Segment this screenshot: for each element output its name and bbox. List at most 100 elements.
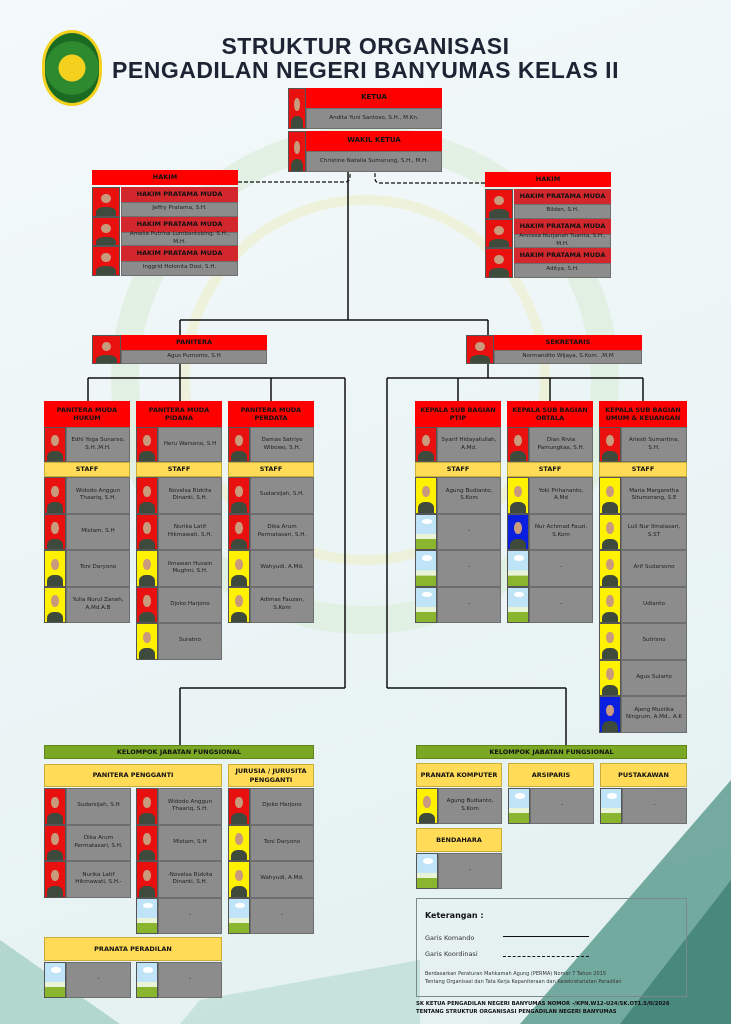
person-name: Christine Natalia Sumurung, S.H., M.H. — [306, 151, 442, 172]
unit-title: PANITERA MUDA PIDANA — [136, 401, 222, 427]
page-title-line1: STRUKTUR ORGANISASI — [221, 33, 510, 59]
person-photo — [507, 427, 529, 462]
person-name: Maria Margaretha Situmorang, S.E — [621, 477, 687, 514]
person-name: Agung Budianto, S.Kom — [438, 788, 502, 824]
person-photo — [136, 550, 158, 587]
person-photo — [92, 246, 120, 276]
person-photo — [507, 513, 529, 550]
person-name: Udianto — [621, 586, 687, 623]
person-name: - — [437, 550, 501, 587]
person-name: -Novelsa Rizkita Dinanti, S.H. — [158, 861, 222, 898]
unit-head-name: Ariesti Sumartina, S.H. — [621, 427, 687, 462]
fungsional-title: KELOMPOK JABATAN FUNGSIONAL — [416, 745, 687, 759]
group-title: JURUSIA / JURUSITA PENGGANTI — [228, 764, 314, 787]
person-photo — [288, 131, 306, 172]
unit-title: KEPALA SUB BAGIAN UMUM & KEUANGAN — [599, 401, 687, 427]
person-photo — [228, 788, 250, 825]
person-name: - — [437, 586, 501, 623]
legend-komando-label: Garis Komando — [425, 934, 475, 942]
legend-note-line2: Tentang Organisasi dan Tata Kerja Kepani… — [425, 979, 622, 985]
person-photo — [44, 427, 66, 462]
person-name: Aditya, S.H. — [514, 263, 611, 278]
person-name: Sudarsijah, S.H — [66, 788, 131, 825]
person-photo — [466, 335, 494, 364]
staff-header: STAFF — [44, 462, 130, 477]
position-title: HAKIM PRATAMA MUDA — [121, 216, 238, 232]
placeholder-photo — [600, 788, 622, 824]
person-photo — [44, 824, 66, 861]
person-name: Ajeng Mustika Ningrum, A.Md., A.K — [621, 696, 687, 733]
group-title: PANITERA PENGGANTI — [44, 764, 222, 787]
staff-header: STAFF — [228, 462, 314, 477]
person-photo — [44, 513, 66, 550]
person-photo — [228, 824, 250, 861]
person-name: Sutrisno — [621, 623, 687, 660]
legend-note-line1: Berdasarkan Peraturan Mahkamah Agung (PE… — [425, 971, 607, 977]
person-name: Suratno — [158, 623, 222, 660]
fungsional-title: KELOMPOK JABATAN FUNGSIONAL — [44, 745, 314, 759]
person-photo — [136, 513, 158, 550]
person-name: - — [438, 853, 502, 889]
person-name: Inggrid Holonita Dosi, S.H. — [121, 261, 238, 276]
placeholder-photo — [507, 550, 529, 587]
unit-head-name: Damas Satriyo Wibowo, S.H. — [250, 427, 314, 462]
person-photo — [136, 427, 158, 462]
person-name: Nurika Latif Hikmawati, S.H.- — [66, 861, 131, 898]
person-photo — [599, 696, 621, 733]
person-name: Djoko Harjono — [250, 788, 314, 825]
person-photo — [136, 824, 158, 861]
person-photo — [228, 586, 250, 623]
person-name: Toni Daryono — [250, 824, 314, 861]
person-name: Adimas Fauzan, S.Kom — [250, 586, 314, 623]
person-name: Agus Purnomo, S.H — [121, 350, 267, 364]
person-photo — [44, 586, 66, 623]
placeholder-photo — [136, 897, 158, 934]
person-name: - — [437, 513, 501, 550]
person-photo — [92, 216, 120, 246]
person-name: Ilmawan Husain Mughni, S.H. — [158, 550, 222, 587]
person-photo — [416, 788, 438, 824]
unit-title: KEPALA SUB BAGIAN ORTALA — [507, 401, 593, 427]
person-name: Arif Sudarsono — [621, 550, 687, 587]
placeholder-photo — [507, 586, 529, 623]
person-name: - — [530, 788, 594, 824]
person-photo — [92, 335, 121, 364]
person-name: - — [529, 550, 593, 587]
person-name: Andita Yuni Santoso, S.H., M.Kn. — [306, 108, 442, 129]
person-name: Agung Budianto, S.Kom — [437, 477, 501, 514]
position-title: HAKIM PRATAMA MUDA — [514, 189, 611, 204]
person-name: Djoko Harjono — [158, 586, 222, 623]
person-name: - — [622, 788, 687, 824]
person-photo — [44, 788, 66, 825]
position-title: HAKIM PRATAMA MUDA — [121, 246, 238, 261]
position-title: HAKIM PRATAMA MUDA — [514, 218, 611, 234]
placeholder-photo — [228, 897, 250, 934]
person-name: Yoki Prihananto, A.Md — [529, 477, 593, 514]
staff-header: STAFF — [599, 462, 687, 477]
placeholder-photo — [508, 788, 530, 824]
person-photo — [599, 513, 621, 550]
person-photo — [599, 586, 621, 623]
person-photo — [136, 586, 158, 623]
position-title-ketua: KETUA — [306, 88, 442, 108]
group-title: PRANATA PERADILAN — [44, 937, 222, 961]
legend-title: Keterangan : — [425, 911, 484, 920]
placeholder-photo — [416, 853, 438, 889]
person-photo — [599, 659, 621, 696]
person-photo — [228, 427, 250, 462]
group-title: PUSTAKAWAN — [600, 763, 687, 787]
group-title: ARSIPARIS — [508, 763, 594, 787]
person-photo — [44, 550, 66, 587]
person-name: - — [66, 962, 131, 998]
person-photo — [44, 861, 66, 898]
person-photo — [228, 477, 250, 514]
placeholder-photo — [415, 550, 437, 587]
person-name: Novelsa Rizkita Dinanti, S.H. — [158, 477, 222, 514]
person-photo — [485, 189, 513, 219]
unit-title: PANITERA MUDA PERDATA — [228, 401, 314, 427]
person-name: - — [158, 897, 222, 934]
staff-header: STAFF — [136, 462, 222, 477]
person-name: Widodo Anggun Thaariq, S.H. — [158, 788, 222, 825]
unit-head-name: Heru Warsono, S.H — [158, 427, 222, 462]
panitera-title: PANITERA — [121, 335, 267, 350]
